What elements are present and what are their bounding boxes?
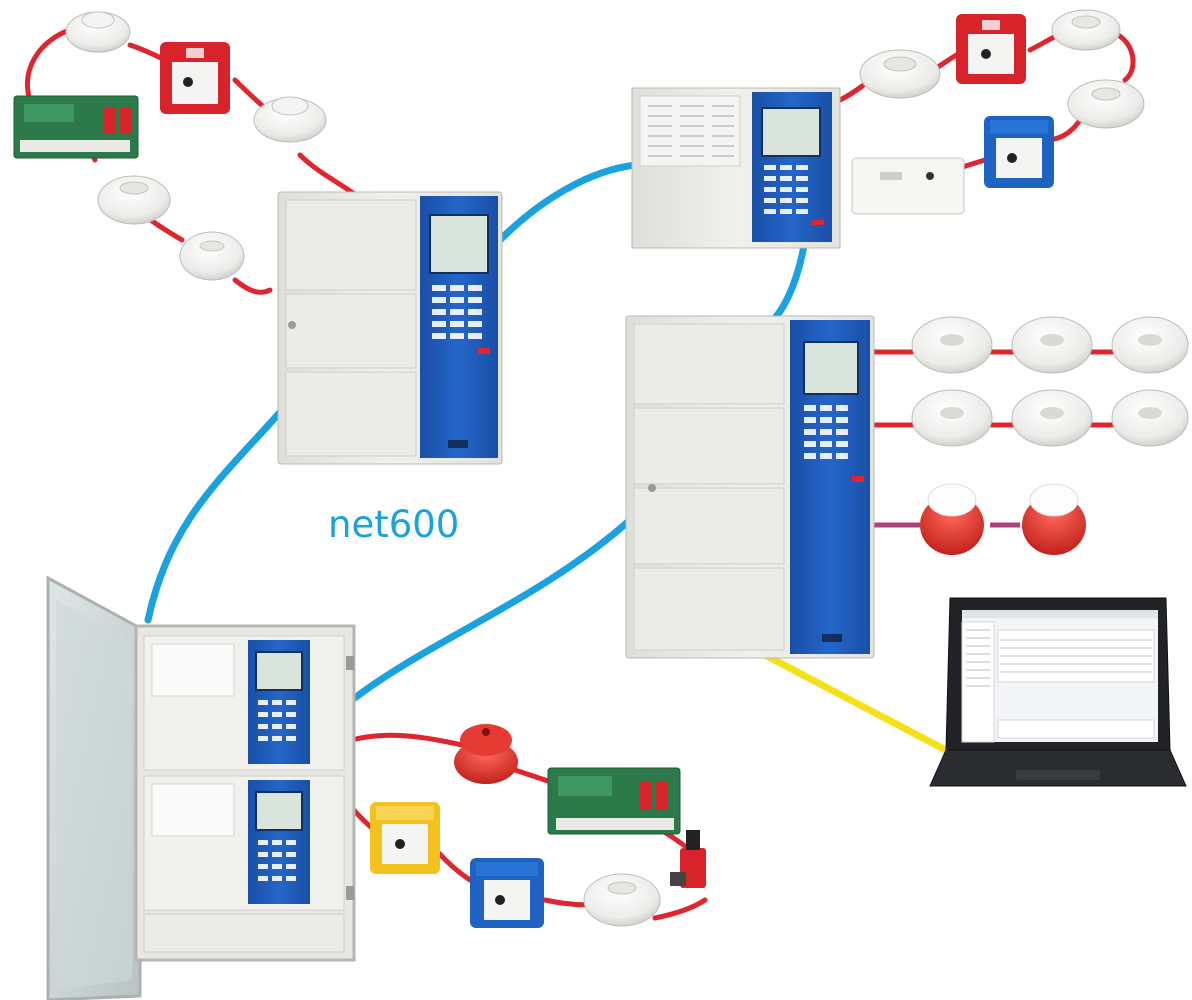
programming-laptop <box>929 597 1187 787</box>
gateway-module <box>851 157 965 215</box>
smoke-detector <box>911 389 993 447</box>
sounder <box>454 724 518 784</box>
sounder-beacon <box>920 483 984 555</box>
smoke-detector <box>1051 9 1121 51</box>
smoke-detector <box>859 49 941 99</box>
fire-alarm-cabinet-open <box>46 575 356 1000</box>
fire-alarm-panel-rack <box>631 87 841 249</box>
stop-button-blue <box>984 116 1054 188</box>
network-label: net600 <box>328 503 459 546</box>
smoke-detector <box>911 316 993 374</box>
interface-module-pcb <box>547 767 681 835</box>
smoke-detector <box>1011 389 1093 447</box>
smoke-detector <box>1011 316 1093 374</box>
fire-alarm-panel-right <box>625 315 875 659</box>
smoke-detector <box>179 231 245 281</box>
manual-release-yellow <box>370 802 440 874</box>
laptop-link <box>761 651 959 759</box>
sounder-beacon <box>1022 483 1086 555</box>
smoke-detector <box>1111 389 1189 447</box>
stop-button-blue <box>470 858 544 928</box>
smoke-detector <box>1111 316 1189 374</box>
loop-wire-top-left <box>24 27 365 295</box>
smoke-detector <box>65 11 131 53</box>
solenoid-valve <box>670 830 706 888</box>
manual-call-point-red <box>956 14 1026 84</box>
smoke-detectors <box>65 9 1189 927</box>
wiring <box>24 27 1136 921</box>
smoke-detector <box>97 175 171 225</box>
manual-call-point-red <box>160 42 230 114</box>
smoke-detector <box>1067 79 1145 129</box>
interface-module-pcb <box>13 95 139 159</box>
net600-network-link <box>144 161 809 704</box>
smoke-detector <box>253 96 327 143</box>
fire-alarm-panel-left <box>277 191 503 465</box>
smoke-detector <box>583 873 661 927</box>
loop-wire-top-right <box>837 32 1136 171</box>
